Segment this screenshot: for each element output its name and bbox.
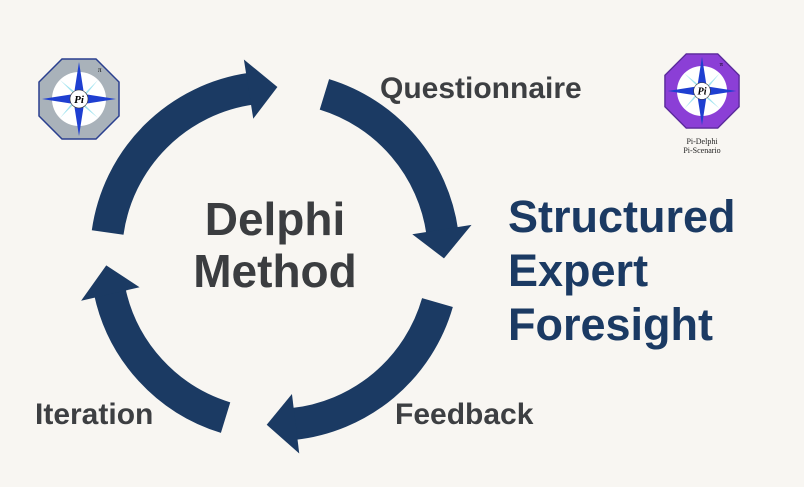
step-questionnaire: Questionnaire — [380, 72, 582, 105]
center-title-line: Delphi — [204, 193, 346, 245]
pi-compass-logo-right: Pi π — [664, 53, 740, 129]
pi-compass-logo-left: Pi π — [38, 58, 120, 140]
step-feedback: Feedback — [395, 398, 534, 431]
logo-symbol: Pi — [74, 94, 85, 106]
headline: Structured Expert Foresight — [508, 190, 736, 352]
arrowhead — [266, 393, 300, 454]
logo-pi: π — [98, 66, 102, 74]
arrow-arc — [319, 79, 459, 236]
logo-caption-line: Pi-Delphi — [686, 137, 718, 146]
arrow-bottom-to-iteration — [81, 265, 231, 433]
arrow-arc — [290, 297, 453, 440]
arrow-iteration-to-questionnaire — [91, 59, 278, 235]
arrowhead — [412, 224, 472, 259]
headline-line: Foresight — [508, 299, 714, 350]
arrowhead — [243, 59, 278, 119]
arrow-arc — [91, 72, 254, 235]
arrowhead — [81, 265, 140, 301]
logo-caption-line: Pi-Scenario — [683, 146, 721, 155]
step-iteration: Iteration — [35, 398, 154, 431]
center-title-line: Method — [193, 245, 357, 297]
cycle-center-title: Delphi Method — [150, 193, 400, 297]
logo-symbol: Pi — [697, 87, 706, 98]
headline-line: Structured — [508, 191, 736, 242]
logo-pi: π — [720, 61, 724, 68]
arrow-questionnaire-to-feedback — [319, 79, 472, 259]
headline-line: Expert — [508, 245, 649, 296]
arrow-arc — [94, 287, 231, 433]
logo-caption: Pi-Delphi Pi-Scenario — [650, 137, 754, 155]
arrow-feedback-bottom — [266, 297, 453, 454]
